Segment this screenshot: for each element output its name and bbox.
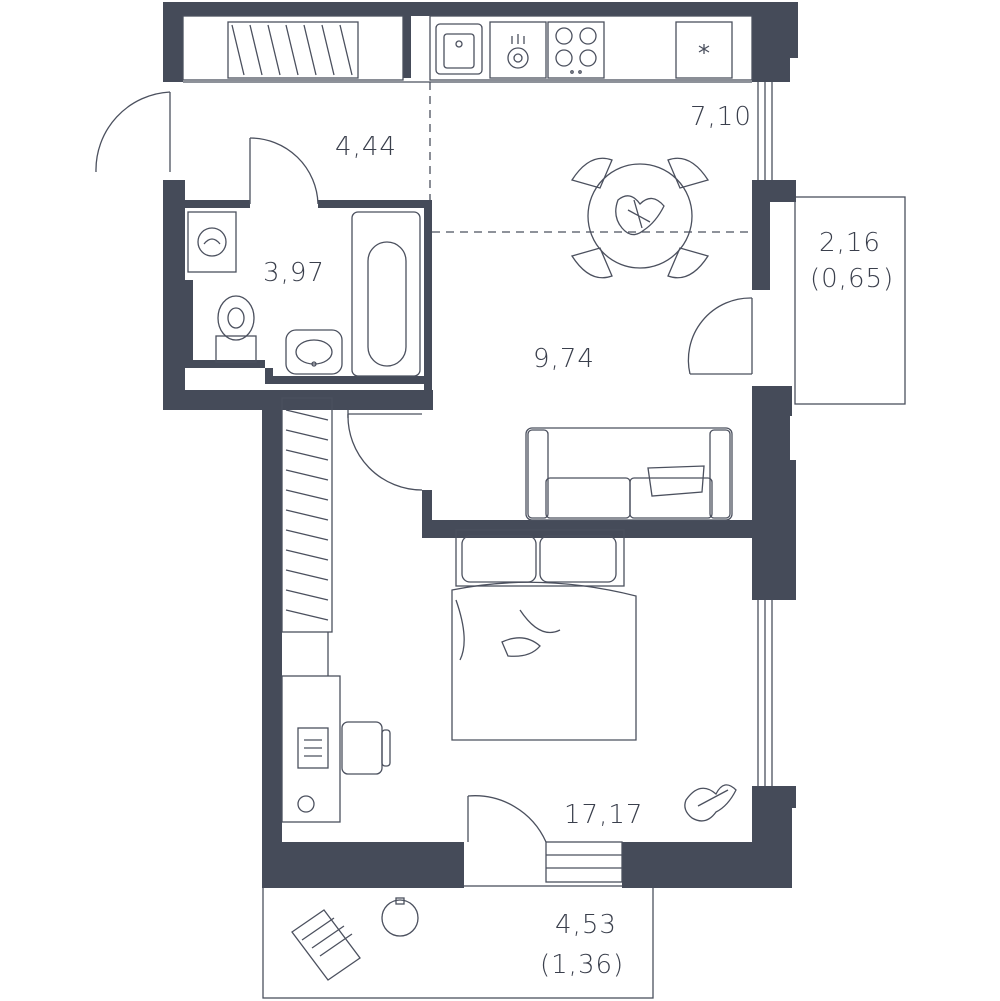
window-icon — [757, 82, 773, 180]
double-bed-icon — [451, 529, 637, 741]
wall — [752, 460, 796, 600]
lounge-chair-icon — [291, 909, 361, 981]
flower-icon — [615, 195, 665, 236]
room-area-balcony-east-sub: (0,65) — [810, 264, 895, 294]
wall — [265, 368, 273, 382]
fridge-icon — [675, 21, 733, 79]
wall — [262, 396, 282, 888]
stove-icon — [547, 21, 605, 79]
dishwasher-icon — [489, 21, 547, 79]
door-swing-icon — [347, 410, 423, 491]
room-area-hallway: 4,44 — [335, 132, 397, 162]
wall — [265, 376, 425, 384]
wall — [185, 360, 265, 368]
room-area-balcony-east: 2,16 — [819, 228, 881, 258]
kitchen-counter — [182, 15, 753, 81]
wardrobe-icon — [281, 397, 333, 676]
wall — [422, 520, 752, 538]
toilet-icon — [215, 295, 257, 363]
wall — [262, 842, 464, 888]
window-icon — [757, 600, 773, 786]
wall — [752, 180, 770, 290]
washing-machine-icon — [187, 211, 237, 273]
washbasin-icon — [285, 329, 343, 375]
doors — [95, 91, 753, 843]
zone-dividers — [183, 81, 752, 233]
plant-icon — [684, 784, 737, 822]
walls — [163, 2, 798, 888]
wall — [185, 280, 193, 360]
wall — [163, 390, 433, 410]
door-swing-icon — [467, 795, 547, 843]
round-table-icon — [381, 897, 419, 937]
room-area-bathroom: 3,97 — [263, 258, 325, 288]
door-swing-icon — [249, 137, 319, 205]
room-area-living: 9,74 — [533, 344, 595, 374]
sink-icon — [435, 23, 483, 75]
room-area-balcony-south: 4,53 — [555, 910, 617, 940]
wall — [752, 2, 790, 82]
wall — [185, 200, 250, 208]
door-swing-icon — [687, 297, 753, 375]
room-area-bedroom: 17,17 — [564, 800, 644, 830]
wardrobe-icon — [227, 21, 359, 79]
wall — [163, 2, 183, 82]
dining-table-icon — [570, 157, 710, 279]
wall — [318, 200, 430, 208]
desk-icon — [281, 675, 341, 823]
east-balcony-outline — [794, 196, 906, 405]
room-area-balcony-south-sub: (1,36) — [540, 950, 625, 980]
wall — [622, 842, 792, 888]
windows — [545, 82, 773, 883]
wall — [403, 16, 411, 78]
office-chair-icon — [341, 721, 391, 775]
room-area-kitchen: 7,10 — [690, 102, 752, 132]
wall — [424, 200, 432, 410]
wall — [163, 2, 753, 16]
wall — [163, 180, 185, 410]
chair — [570, 157, 710, 279]
wall — [422, 490, 432, 530]
window-icon — [545, 841, 623, 883]
bathtub-icon — [351, 211, 421, 377]
door-swing-icon — [95, 91, 171, 173]
sofa-icon — [525, 427, 733, 521]
